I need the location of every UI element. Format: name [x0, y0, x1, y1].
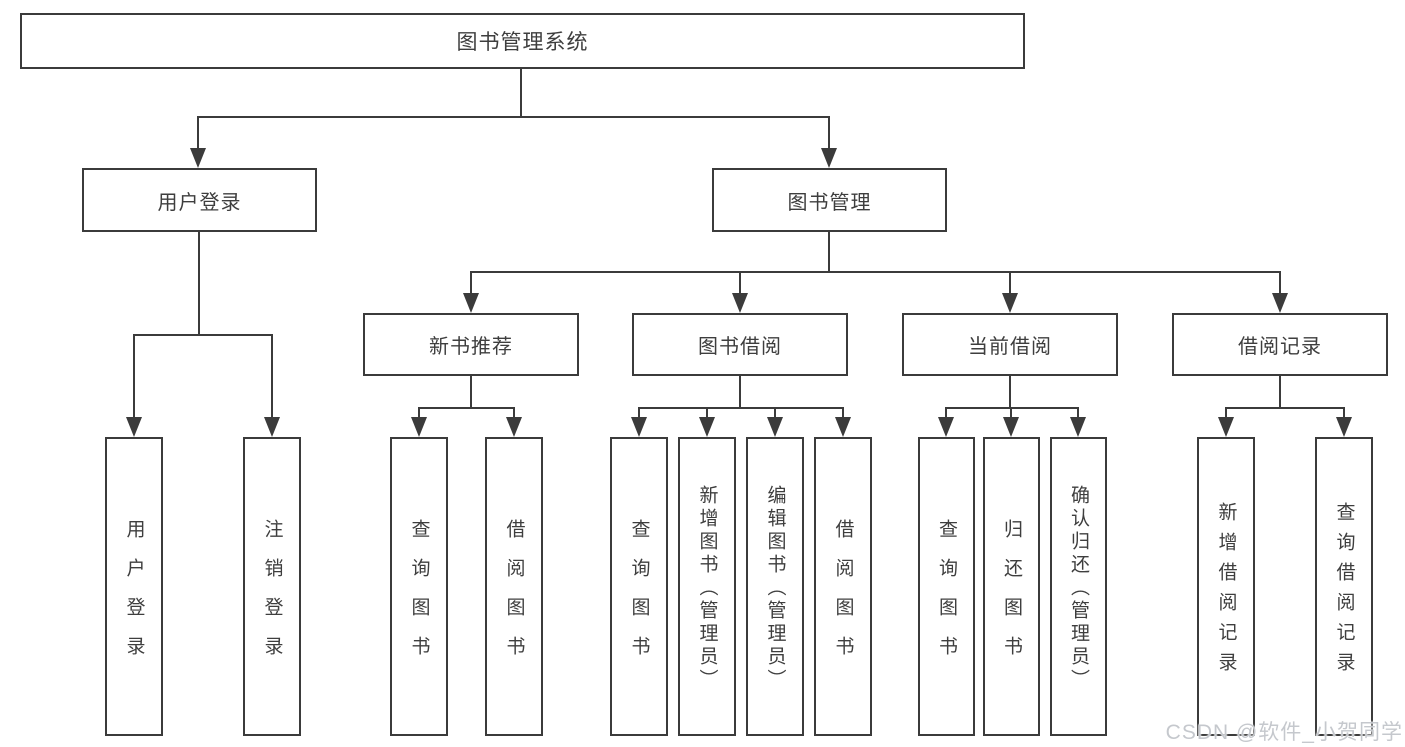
connector-line	[418, 407, 515, 409]
leaf-user-login: 用户登录	[105, 437, 163, 736]
connector-line	[520, 69, 522, 118]
connector-line	[133, 334, 273, 336]
connector-line	[197, 116, 199, 150]
leaf-logout: 注销登录	[243, 437, 301, 736]
leaf-query-borrow-record: 查询借阅记录	[1315, 437, 1373, 736]
leaf-edit-books-admin: 编辑图书（管理员）	[746, 437, 804, 736]
arrow-down-icon	[1003, 417, 1019, 437]
connector-line	[1279, 376, 1281, 409]
arrow-down-icon	[506, 417, 522, 437]
leaf-label: 借阅图书	[503, 518, 525, 675]
node-user-login: 用户登录	[82, 168, 317, 232]
connector-line	[638, 407, 640, 418]
node-current-borrow: 当前借阅	[902, 313, 1118, 376]
leaf-label: 查询图书	[936, 518, 957, 675]
connector-line	[706, 407, 708, 418]
leaf-borrow-books-recommend: 借阅图书	[485, 437, 543, 736]
leaf-borrow-books: 借阅图书	[814, 437, 872, 736]
arrow-down-icon	[699, 417, 715, 437]
connector-line	[945, 407, 1079, 409]
leaf-label: 查询借阅记录	[1333, 502, 1355, 682]
csdn-watermark: CSDN @软件_小贺同学	[1165, 721, 1403, 744]
arrow-down-icon	[264, 417, 280, 437]
node-new-book-recommend: 新书推荐	[363, 313, 579, 376]
leaf-label: 借阅图书	[832, 518, 854, 675]
leaf-add-borrow-record: 新增借阅记录	[1197, 437, 1255, 736]
node-label: 当前借阅	[968, 336, 1052, 358]
connector-line	[470, 271, 1281, 273]
node-book-borrow: 图书借阅	[632, 313, 848, 376]
connector-line	[197, 116, 830, 118]
node-borrow-records: 借阅记录	[1172, 313, 1388, 376]
connector-line	[828, 116, 830, 150]
arrow-down-icon	[1218, 417, 1234, 437]
leaf-confirm-return-admin: 确认归还（管理员）	[1050, 437, 1107, 736]
connector-line	[513, 407, 515, 418]
arrow-down-icon	[732, 293, 748, 313]
connector-line	[1009, 271, 1011, 295]
connector-line	[739, 271, 741, 295]
arrow-down-icon	[938, 417, 954, 437]
arrow-down-icon	[126, 417, 142, 437]
leaf-label: 注销登录	[261, 518, 283, 675]
connector-line	[842, 407, 844, 418]
node-label: 用户登录	[157, 191, 242, 214]
leaf-label: 查询图书	[628, 518, 650, 675]
leaf-label: 新增图书（管理员）	[696, 485, 718, 692]
connector-line	[418, 407, 420, 418]
leaf-query-books-recommend: 查询图书	[390, 437, 448, 736]
node-library-management-system: 图书管理系统	[20, 13, 1025, 69]
node-label: 图书管理	[787, 191, 872, 214]
connector-line	[1010, 407, 1012, 418]
leaf-label: 用户登录	[123, 518, 145, 675]
leaf-return-books: 归还图书	[983, 437, 1040, 736]
leaf-label: 编辑图书（管理员）	[764, 485, 786, 692]
node-label: 图书借阅	[698, 336, 782, 358]
arrow-down-icon	[190, 148, 206, 168]
arrow-down-icon	[1002, 293, 1018, 313]
connector-line	[739, 376, 741, 409]
node-label: 新书推荐	[429, 336, 513, 358]
arrow-down-icon	[1070, 417, 1086, 437]
node-label: 图书管理系统	[456, 31, 589, 54]
arrow-down-icon	[411, 417, 427, 437]
leaf-query-books-current: 查询图书	[918, 437, 975, 736]
connector-line	[470, 376, 472, 409]
connector-line	[1279, 271, 1281, 295]
arrow-down-icon	[1272, 293, 1288, 313]
arrow-down-icon	[821, 148, 837, 168]
leaf-label: 新增借阅记录	[1215, 502, 1237, 682]
leaf-label: 查询图书	[408, 518, 430, 675]
leaf-label: 确认归还（管理员）	[1068, 485, 1089, 692]
connector-line	[1225, 407, 1345, 409]
connector-line	[1343, 407, 1345, 418]
leaf-label: 归还图书	[1001, 518, 1022, 675]
connector-line	[774, 407, 776, 418]
connector-line	[198, 232, 200, 336]
connector-line	[638, 407, 844, 409]
arrow-down-icon	[631, 417, 647, 437]
leaf-query-books-borrow: 查询图书	[610, 437, 668, 736]
arrow-down-icon	[463, 293, 479, 313]
connector-line	[271, 334, 273, 418]
connector-line	[470, 271, 472, 295]
connector-line	[1225, 407, 1227, 418]
node-book-management: 图书管理	[712, 168, 947, 232]
arrow-down-icon	[835, 417, 851, 437]
node-label: 借阅记录	[1238, 336, 1322, 358]
leaf-add-books-admin: 新增图书（管理员）	[678, 437, 736, 736]
connector-line	[1009, 376, 1011, 409]
connector-line	[1077, 407, 1079, 418]
connector-line	[133, 334, 135, 418]
connector-line	[945, 407, 947, 418]
arrow-down-icon	[767, 417, 783, 437]
connector-line	[828, 232, 830, 273]
arrow-down-icon	[1336, 417, 1352, 437]
